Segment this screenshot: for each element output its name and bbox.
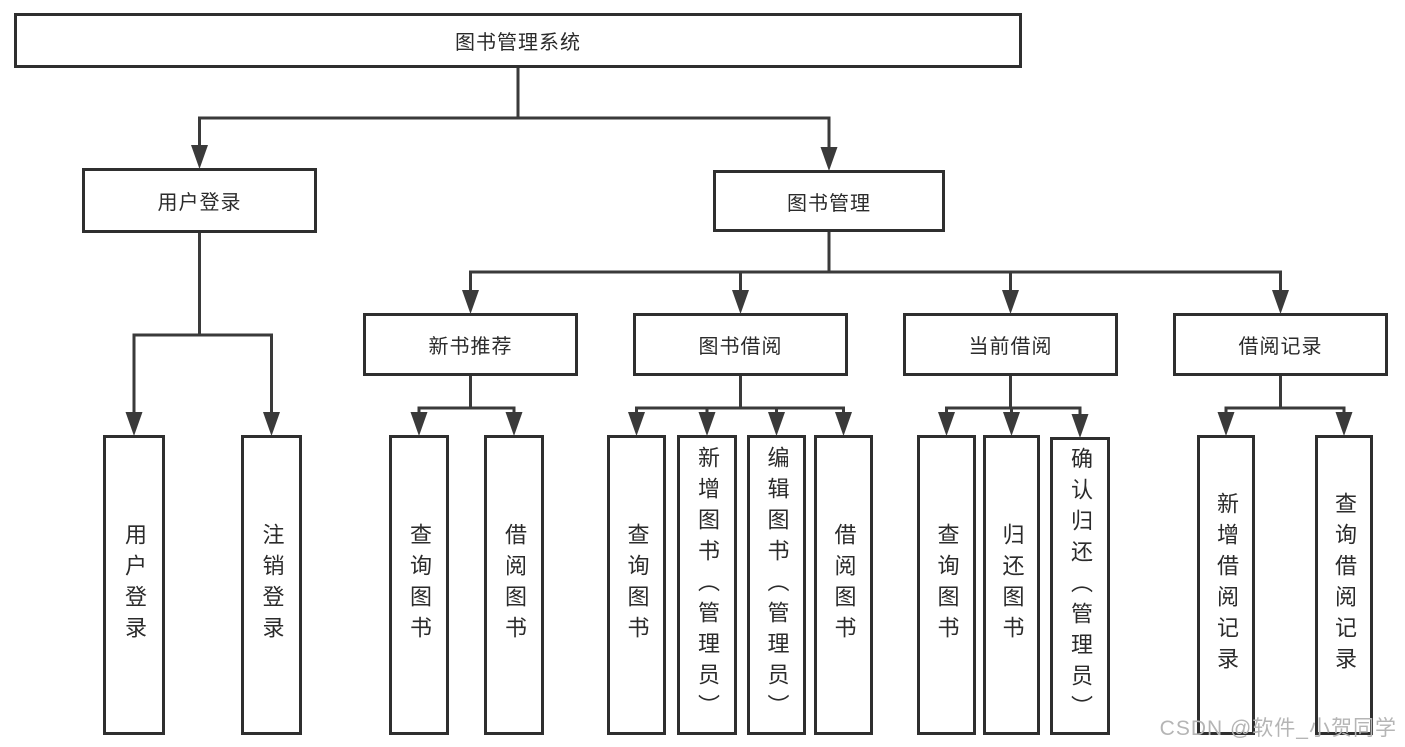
- arrowhead-icon: [768, 412, 785, 436]
- node-label: 图书管理: [787, 192, 871, 215]
- arrowhead-icon: [628, 412, 645, 436]
- node-label: 借阅图书: [831, 523, 857, 647]
- node-br-query: 查询借阅记录: [1315, 435, 1373, 735]
- arrowhead-icon: [1003, 412, 1020, 436]
- arrowhead-icon: [1071, 414, 1089, 438]
- arrowhead-icon: [263, 412, 280, 436]
- node-br-add: 新增借阅记录: [1197, 435, 1255, 735]
- arrowhead-icon: [698, 412, 716, 436]
- arrowhead-icon: [835, 412, 852, 436]
- node-label: 确认归还（管理员）: [1068, 446, 1093, 726]
- node-label: 图书管理系统: [455, 32, 581, 54]
- node-label: 新增图书（管理员）: [695, 445, 720, 725]
- node-label: 用户登录: [122, 523, 147, 647]
- node-bb-edit: 编辑图书（管理员）: [747, 435, 806, 735]
- node-label: 查询图书: [407, 523, 432, 647]
- arrowhead-icon: [732, 290, 749, 314]
- node-current-borrow: 当前借阅: [903, 313, 1118, 376]
- node-cb-query: 查询图书: [917, 435, 976, 735]
- node-cb-return: 归还图书: [983, 435, 1040, 735]
- arrowhead-icon: [1272, 290, 1289, 314]
- node-nb-borrow: 借阅图书: [484, 435, 544, 735]
- node-label: 借阅图书: [502, 523, 527, 647]
- node-bb-add: 新增图书（管理员）: [677, 435, 737, 735]
- node-new-books: 新书推荐: [363, 313, 578, 376]
- arrowhead-icon: [462, 290, 479, 314]
- arrowhead-icon: [1335, 412, 1353, 436]
- arrowhead-icon: [820, 147, 838, 171]
- node-book-mgmt: 图书管理: [713, 170, 945, 232]
- node-label: 借阅记录: [1238, 336, 1323, 358]
- node-label: 图书借阅: [698, 336, 783, 358]
- arrowhead-icon: [1002, 290, 1019, 314]
- node-label: 新增借阅记录: [1214, 492, 1239, 678]
- arrowhead-icon: [125, 412, 143, 436]
- node-label: 查询图书: [624, 523, 650, 647]
- node-bb-query: 查询图书: [607, 435, 666, 735]
- arrowhead-icon: [938, 412, 955, 436]
- node-user-login: 用户登录: [82, 168, 317, 233]
- node-book-borrow: 图书借阅: [633, 313, 848, 376]
- arrowhead-icon: [1217, 412, 1235, 436]
- node-leaf-logout: 注销登录: [241, 435, 302, 735]
- node-leaf-user-login: 用户登录: [103, 435, 165, 735]
- node-label: 编辑图书（管理员）: [764, 445, 790, 725]
- node-bb-borrow: 借阅图书: [814, 435, 873, 735]
- arrowhead-icon: [410, 412, 428, 436]
- node-label: 用户登录: [157, 192, 242, 214]
- node-label: 查询借阅记录: [1332, 492, 1357, 678]
- node-label: 查询图书: [934, 523, 960, 647]
- node-system: 图书管理系统: [14, 13, 1022, 68]
- node-cb-confirm: 确认归还（管理员）: [1050, 437, 1110, 735]
- node-nb-query: 查询图书: [389, 435, 449, 735]
- node-label: 当前借阅: [968, 336, 1053, 358]
- node-borrow-records: 借阅记录: [1173, 313, 1388, 376]
- arrowhead-icon: [191, 145, 208, 169]
- node-label: 注销登录: [259, 523, 285, 647]
- arrowhead-icon: [505, 412, 523, 436]
- node-label: 新书推荐: [428, 336, 513, 358]
- node-label: 归还图书: [999, 523, 1025, 647]
- watermark: CSDN @软件_小贺同学: [1159, 717, 1397, 740]
